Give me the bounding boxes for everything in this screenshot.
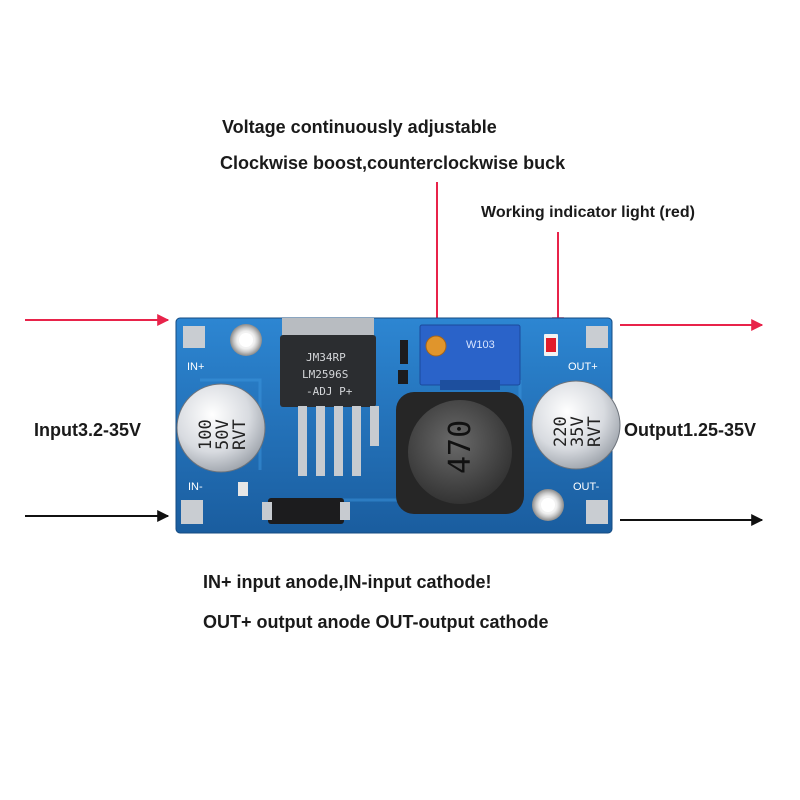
input-cap-voltage: 50V <box>213 419 233 450</box>
output-range-label: Output1.25-35V <box>624 420 757 440</box>
out-polarity-note: OUT+ output anode OUT-output cathode <box>203 612 549 632</box>
pad-in-minus <box>181 500 203 524</box>
input-cap-series: RVT <box>230 419 250 450</box>
in-plus-label: IN+ <box>187 361 204 373</box>
adjust-title: Voltage continuously adjustable <box>222 117 497 137</box>
output-cap-voltage: 35V <box>568 416 588 447</box>
adjust-direction: Clockwise boost,counterclockwise buck <box>220 153 566 173</box>
potentiometer-marking: W103 <box>466 339 495 351</box>
smd-diode <box>268 498 344 524</box>
potentiometer[interactable]: W103 <box>419 324 521 390</box>
ic-marking-line1: JM34RP <box>306 351 346 364</box>
pad-out-plus <box>586 326 608 348</box>
input-capacitor: 100 50V RVT <box>176 383 266 473</box>
input-range-label: Input3.2-35V <box>34 420 142 440</box>
input-cap-value: 100 <box>196 419 216 450</box>
regulator-ic: JM34RP LM2596S -ADJ P+ <box>280 318 379 476</box>
indicator-led <box>544 334 558 356</box>
ic-marking-line2: LM2596S <box>302 368 348 381</box>
in-polarity-note: IN+ input anode,IN-input cathode! <box>203 572 492 592</box>
output-capacitor: 220 35V RVT <box>531 380 621 470</box>
out-minus-label: OUT- <box>573 481 600 493</box>
output-cap-series: RVT <box>585 416 605 447</box>
pad-out-minus <box>586 500 608 524</box>
potentiometer-screw[interactable] <box>425 335 447 357</box>
ic-marking-line3: -ADJ P+ <box>306 385 353 398</box>
output-cap-value: 220 <box>551 416 571 447</box>
out-plus-label: OUT+ <box>568 361 598 373</box>
in-minus-label: IN- <box>188 481 203 493</box>
smd-capacitor <box>400 340 408 364</box>
indicator-label: Working indicator light (red) <box>481 204 695 221</box>
inductor-value: 470 <box>443 420 478 474</box>
pad-in-plus <box>183 326 205 348</box>
inductor: 470 <box>396 392 524 514</box>
